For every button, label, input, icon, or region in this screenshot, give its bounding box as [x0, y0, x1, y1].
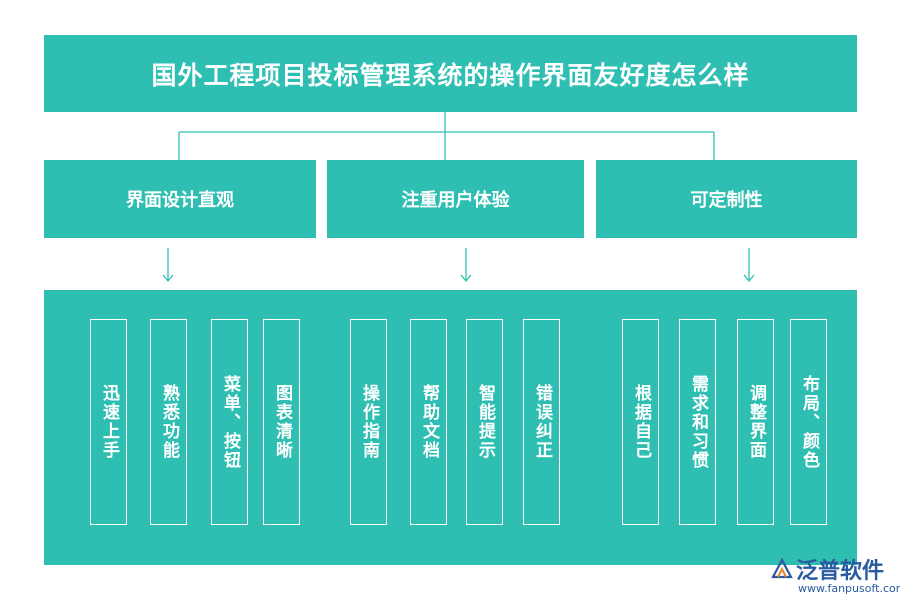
leaf-item: 图表清晰 [263, 319, 300, 525]
diagram-title: 国外工程项目投标管理系统的操作界面友好度怎么样 [44, 35, 857, 112]
arrow-head-0 [162, 274, 174, 283]
leaf-item: 帮助文档 [410, 319, 447, 525]
leaf-item: 熟悉功能 [150, 319, 187, 525]
leaf-item: 智能提示 [466, 319, 503, 525]
leaf-item: 根据自己 [622, 319, 659, 525]
detail-panel [44, 290, 857, 565]
brand-logo: 泛普软件 www.fanpusoft.com [770, 553, 900, 598]
leaf-item: 迅速上手 [90, 319, 127, 525]
category-box-customization: 可定制性 [596, 160, 857, 238]
leaf-item: 需求和习惯 [679, 319, 716, 525]
leaf-item: 调整界面 [737, 319, 774, 525]
arrow-head-1 [460, 274, 472, 283]
leaf-item: 菜单、按钮 [211, 319, 248, 525]
logo-mark-icon [771, 557, 793, 579]
logo-url: www.fanpusoft.com [798, 582, 900, 595]
arrow-head-2 [743, 274, 755, 283]
leaf-item: 操作指南 [350, 319, 387, 525]
logo-name: 泛普软件 [796, 559, 885, 584]
leaf-item: 布局、颜色 [790, 319, 827, 525]
leaf-item: 错误纠正 [523, 319, 560, 525]
category-box-interface-design: 界面设计直观 [44, 160, 316, 238]
category-box-user-experience: 注重用户体验 [327, 160, 584, 238]
